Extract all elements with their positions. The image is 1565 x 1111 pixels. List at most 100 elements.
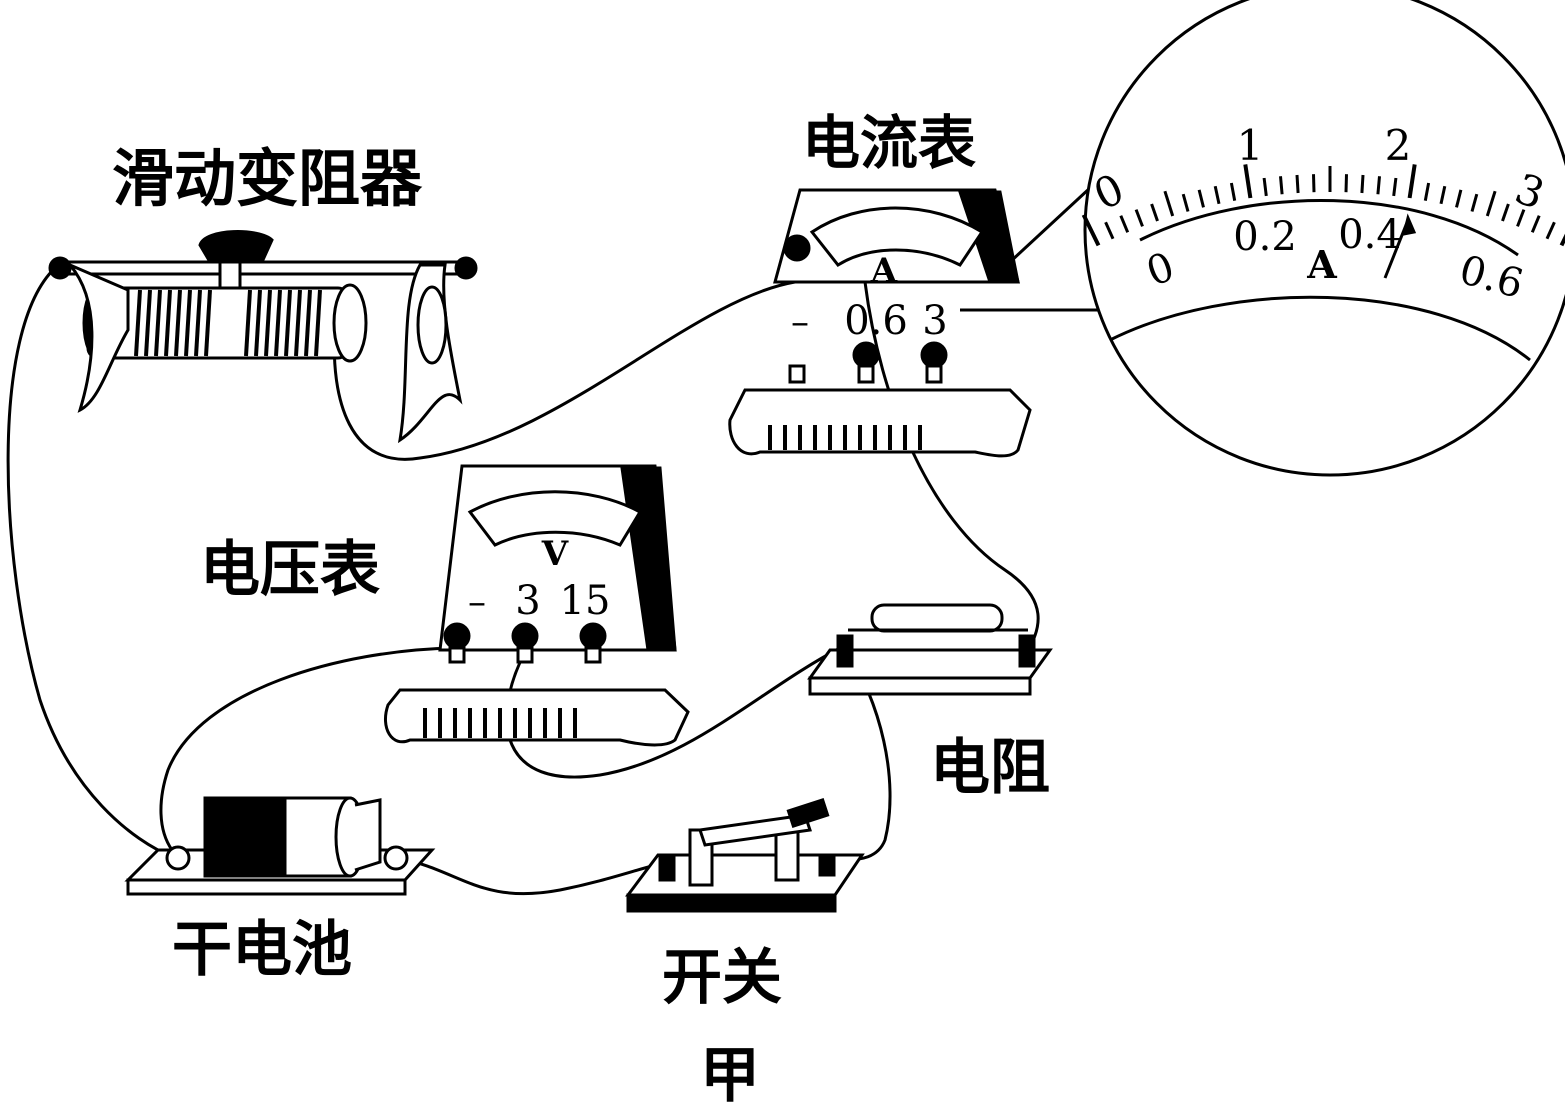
rheostat-coil-windings [134,289,322,357]
voltmeter-terminal-15-label: 15 [560,578,611,624]
dial-tick [1545,221,1556,240]
dial-tick [1295,174,1300,194]
voltmeter-dial [467,490,643,547]
voltmeter-terminal-3-label: 3 [515,578,540,624]
ammeter-dial [809,206,985,267]
resistor [807,603,1053,696]
dial-tick [1344,174,1348,193]
dial-tick [1455,189,1463,208]
switch-label: 开关 [662,943,782,1013]
dial-needle-tip [1401,213,1417,236]
dial-tick [1104,221,1115,240]
ammeter-base-ribs [768,425,922,450]
resistor-terminal-left [836,634,854,668]
voltmeter-base [383,688,690,747]
rheostat-knob-right [454,256,478,280]
rheostat-endcap-right [332,283,368,363]
wire-voltmeter-battery [159,646,456,851]
dial-tick [1134,209,1144,227]
dial-ticks [1081,164,1565,247]
resistor-label: 电阻 [930,733,1050,803]
dial-upper-2: 2 [1385,121,1412,170]
dial-tick [1470,193,1479,212]
switch-terminal-left [658,856,676,882]
dial-tick [1243,164,1253,199]
ammeter-label: 电流表 [802,109,977,177]
switch-blade [698,813,812,847]
dial-tick [1423,182,1431,201]
dial-tick [1150,203,1159,222]
dial-tick [1262,177,1268,197]
resistor-terminal-right [1018,634,1036,668]
ammeter-terminal-knob-minus [783,234,811,262]
dial-scale-arc [1139,198,1519,257]
switch-handle [786,797,830,829]
dial-tick [1279,176,1284,195]
dial-upper-1: 1 [1237,121,1264,170]
figure-label: 甲 [700,1041,760,1111]
dial-tick [1559,233,1565,247]
wire-ammeter-resistor [863,281,1040,651]
battery [124,796,436,896]
battery-label: 干电池 [172,915,352,985]
dial-lower-arc [1109,295,1531,362]
battery-terminal-left [165,845,191,871]
dial-tick [1312,174,1316,193]
rheostat-knob-left [48,256,72,280]
dial-tick [1163,190,1175,217]
voltmeter-unit: V [541,534,569,574]
magnifier-circle [1083,0,1565,477]
ammeter-base [728,388,1032,458]
ammeter-terminal-0.6-label: 0.6 [844,298,908,344]
dial-tick [1530,215,1541,233]
rheostat-leg-left [68,263,130,413]
rheostat-label: 滑动变阻器 [112,142,423,215]
dial-tick [1081,214,1101,247]
dial-unit: A [1306,242,1337,287]
voltmeter-label: 电压表 [200,535,380,605]
dial-tick [1501,203,1510,222]
dial-tick [1360,174,1365,194]
dial-lower-0.4: 0.4 [1338,212,1402,258]
switch-terminal-right [818,853,836,877]
voltmeter-terminal-knob-3 [511,622,539,650]
dial-tick [1119,215,1130,233]
ammeter [728,188,1032,458]
dial-tick [1376,176,1381,195]
magnified-dial [1081,0,1565,477]
rheostat-slider [198,230,274,264]
callout-line-upper [1008,186,1092,264]
ammeter-terminal-3-label: 3 [922,298,947,344]
wire-rheostat-ammeter [332,280,796,461]
ammeter-side [957,190,1020,284]
dial-tick [1213,185,1221,205]
ammeter-unit: A [870,251,898,291]
wire-battery-switch [397,856,669,896]
voltmeter [383,464,690,747]
dial-tick [1229,182,1237,201]
wire-rheostat-battery [6,266,176,860]
dial-tick [1439,185,1447,205]
dial-tick [1485,190,1497,217]
dial-tick [1197,189,1205,208]
dial-tick [1516,209,1526,227]
dial-tick [1181,193,1190,212]
dial-tick [1392,177,1398,197]
battery-cell-dark [203,796,287,878]
voltmeter-terminal-knob-minus [443,622,471,650]
rheostat [48,230,478,444]
voltmeter-terminal-knob-15 [579,622,607,650]
ammeter-terminal-minus-label: – [791,302,809,343]
ammeter-terminal-knob-3 [920,341,948,369]
dial-tick [1407,164,1417,199]
dial-lower-0.2: 0.2 [1233,214,1297,260]
switch [625,797,865,913]
ammeter-terminal-knob-0.6 [852,341,880,369]
voltmeter-terminal-minus-label: – [468,582,486,623]
voltmeter-base-ribs [423,708,577,738]
battery-clip-right [354,798,382,872]
